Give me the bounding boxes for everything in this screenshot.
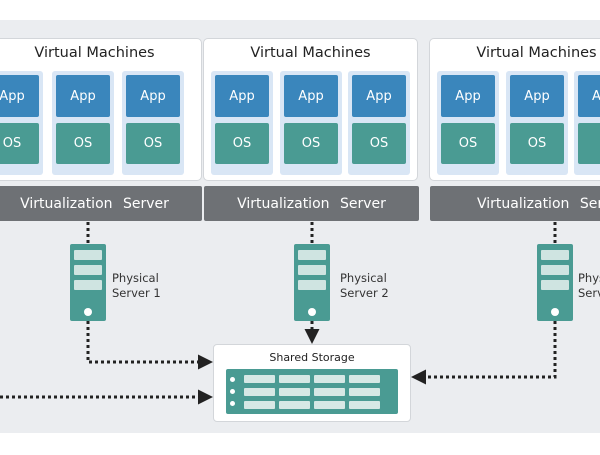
physical-server-1-label: Physical Server 1 [112, 271, 161, 300]
vm-2-1: App OS [211, 71, 273, 175]
os-block: OS [284, 123, 338, 164]
app-block: App [510, 75, 564, 117]
vm-1-2: App OS [52, 71, 114, 175]
vm-group-1: Virtual Machines App OS App OS App OS [0, 38, 202, 181]
app-block: App [126, 75, 180, 117]
vm-3-2: App OS [506, 71, 568, 175]
app-block: A [578, 75, 600, 117]
os-block: OS [126, 123, 180, 164]
physical-server-3-icon [537, 244, 573, 321]
vm-group-title: Virtual Machines [34, 45, 155, 61]
os-block: OS [352, 123, 406, 164]
shared-storage: Shared Storage [213, 344, 411, 422]
vm-group-title: Virtual Machines [476, 45, 597, 61]
link-server3-storage [411, 321, 557, 385]
vm-2-3: App OS [348, 71, 410, 175]
vm-group-2: Virtual Machines App OS App OS App OS [203, 38, 418, 181]
os-block: OS [215, 123, 269, 164]
virtualization-server-bar: Virtualization Server [0, 186, 202, 221]
link-server1-storage [86, 321, 213, 370]
virtualization-server-bar: Virtualization Serv [430, 186, 600, 221]
storage-array-icon [226, 369, 398, 414]
os-block: OS [510, 123, 564, 164]
vm-group-title: Virtual Machines [250, 45, 371, 61]
vm-1-3: App OS [122, 71, 184, 175]
os-block: OS [0, 123, 39, 164]
physical-server-1-icon [70, 244, 106, 321]
app-block: App [56, 75, 110, 117]
app-block: App [0, 75, 39, 117]
vm-2-2: App OS [280, 71, 342, 175]
virtualization-server-bar: Virtualization Server [204, 186, 419, 221]
physical-server-3-label: Physi Serve [578, 271, 600, 300]
vm-3-1: App OS [437, 71, 499, 175]
physical-server-2-icon [294, 244, 330, 321]
vm-group-3: Virtual Machines App OS App OS A [429, 38, 600, 181]
vm-3-3: A [574, 71, 600, 175]
os-block: OS [56, 123, 110, 164]
app-block: App [284, 75, 338, 117]
vm-1-1: App OS [0, 71, 43, 175]
app-block: App [441, 75, 495, 117]
physical-server-2-label: Physical Server 2 [340, 271, 389, 300]
shared-storage-title: Shared Storage [269, 351, 355, 364]
os-block: OS [441, 123, 495, 164]
app-block: App [215, 75, 269, 117]
os-block [578, 123, 600, 164]
app-block: App [352, 75, 406, 117]
